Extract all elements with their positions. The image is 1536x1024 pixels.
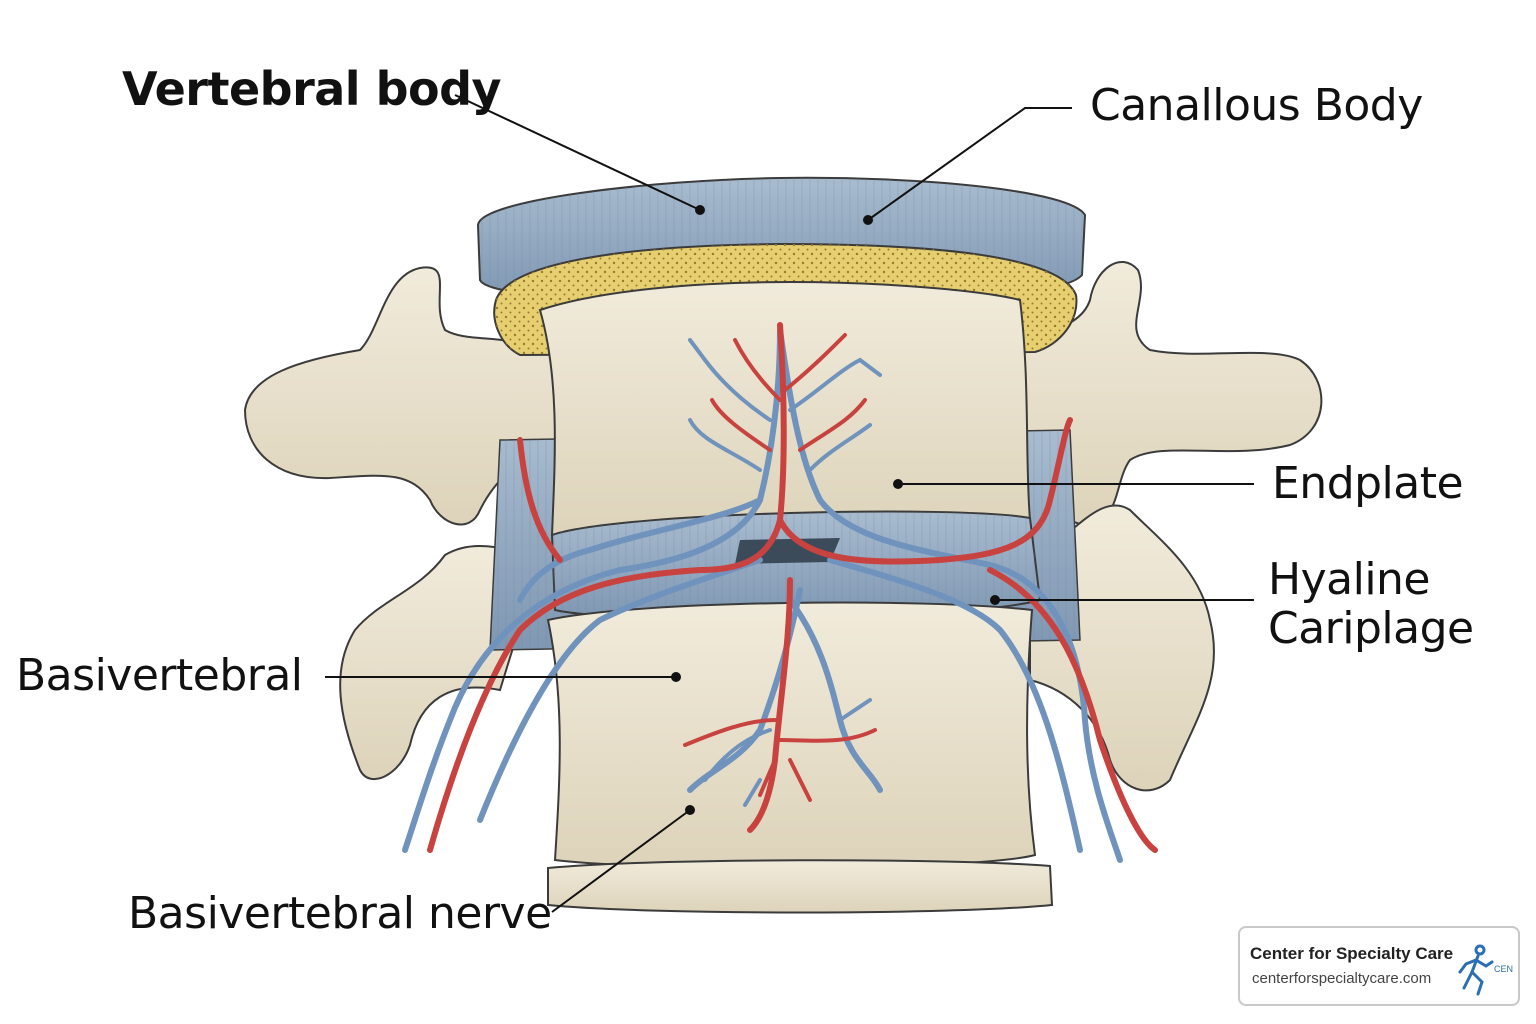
source-badge[interactable]: Center for Specialty Care centerforspeci…	[1238, 926, 1520, 1006]
leader-lines	[325, 94, 1254, 913]
dot-endplate	[893, 479, 903, 489]
label-hyaline-cartilage: Hyaline Cariplage	[1268, 555, 1474, 654]
red-branches	[683, 333, 877, 802]
left-transverse-process	[243, 266, 561, 526]
leader-vertebral-body	[454, 94, 701, 211]
label-endplate: Endplate	[1272, 458, 1464, 509]
dot-basivertebral-nerve	[685, 805, 695, 815]
label-hyaline-line2: Cariplage	[1268, 603, 1474, 655]
badge-url[interactable]: centerforspecialtycare.com	[1252, 970, 1432, 987]
leader-canallous-body	[867, 107, 1072, 221]
label-hyaline-line1: Hyaline	[1268, 554, 1430, 605]
label-vertebral-body: Vertebral body	[122, 62, 502, 116]
bottom-rim	[547, 859, 1054, 914]
badge-logo-text: CEN	[1494, 964, 1513, 974]
dot-basivertebral	[671, 672, 681, 682]
dot-hyaline	[990, 595, 1000, 605]
lower-vertebral-body	[546, 601, 1037, 869]
badge-name: Center for Specialty Care	[1250, 944, 1454, 963]
red-vessels	[427, 322, 1158, 853]
dot-canallous-body	[863, 215, 873, 225]
leader-dots	[671, 205, 1000, 815]
dot-vertebral-body	[695, 205, 705, 215]
label-basivertebral: Basivertebral	[16, 650, 303, 701]
label-basivertebral-nerve: Basivertebral nerve	[128, 888, 552, 939]
leader-basivertebral-nerve	[551, 809, 691, 913]
blue-branches	[688, 338, 882, 807]
left-lower-process	[339, 545, 542, 781]
label-canallous-body: Canallous Body	[1090, 80, 1423, 131]
running-figure-icon: CEN	[1454, 942, 1514, 998]
